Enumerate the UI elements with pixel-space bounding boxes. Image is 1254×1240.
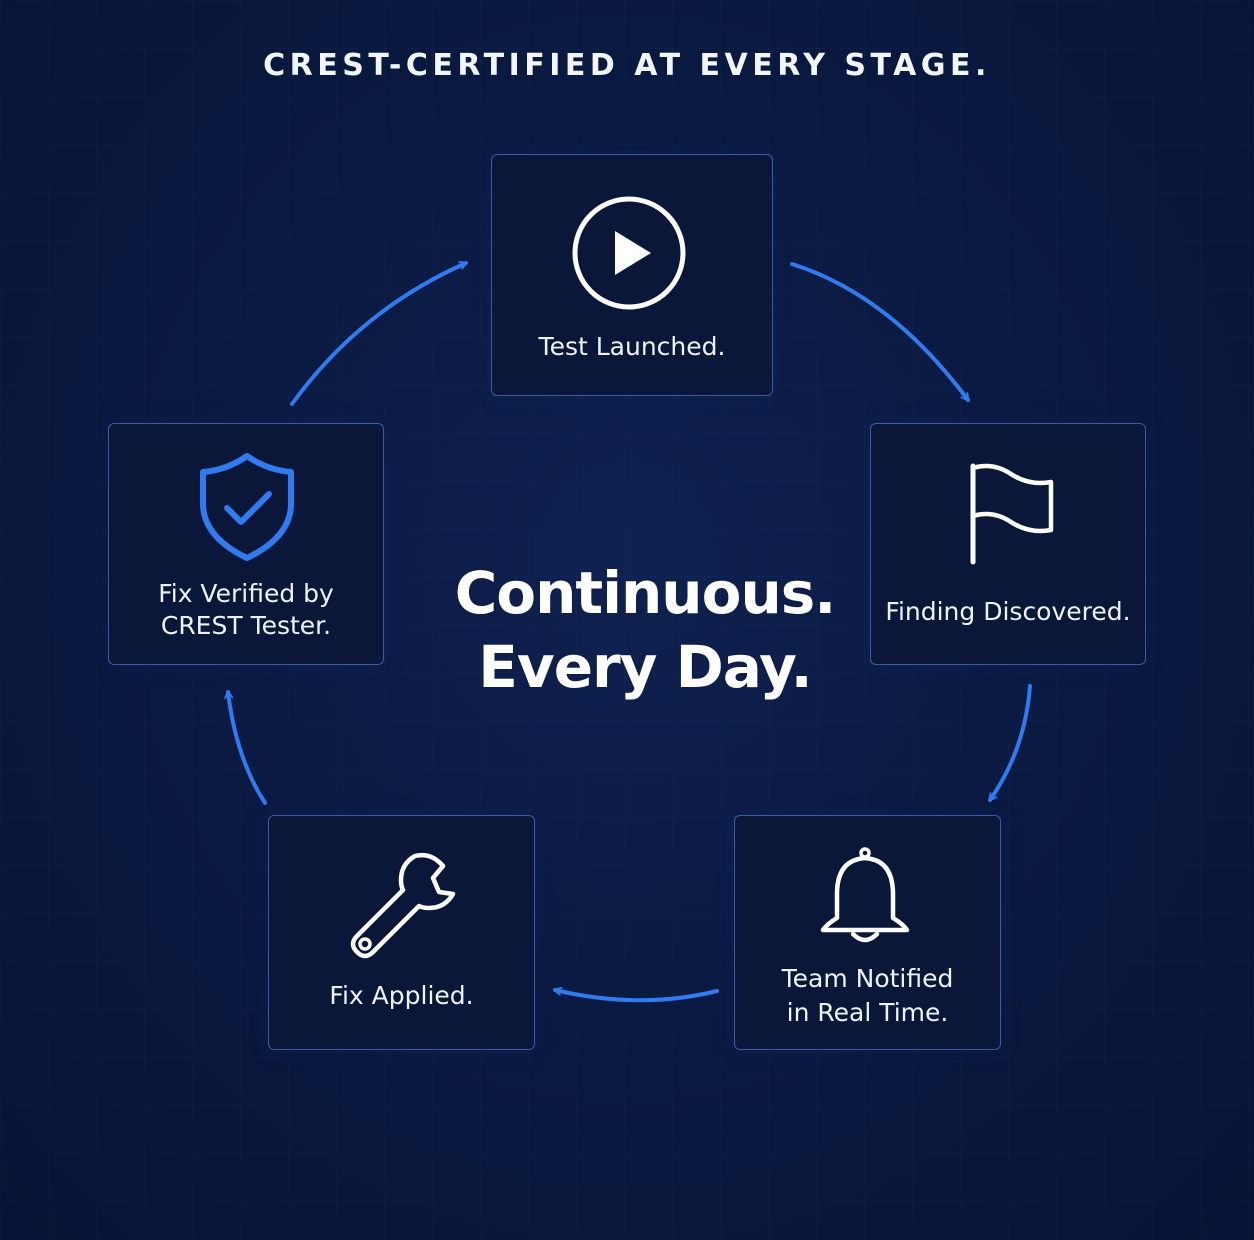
play-icon: [571, 195, 687, 316]
shield-check-icon: [197, 450, 297, 567]
page-title: CREST-CERTIFIED AT EVERY STAGE.: [263, 48, 991, 83]
stage-card-fix-applied: Fix Applied.: [268, 815, 535, 1050]
stage-label: Fix Applied.: [329, 981, 474, 1010]
bell-icon: [817, 846, 913, 953]
arrow-notified-to-applied: [553, 990, 719, 1003]
stage-card-test-launched: Test Launched.: [491, 154, 773, 396]
arrow-discovered-to-notified: [988, 684, 1032, 802]
flag-icon: [965, 462, 1057, 571]
stage-label: Fix Verified by CREST Tester.: [158, 579, 334, 640]
center-title-line-2: Every Day.: [478, 633, 812, 701]
stage-card-finding-discovered: Finding Discovered.: [870, 423, 1146, 665]
stage-label: Test Launched.: [538, 332, 726, 361]
arrow-launched-to-discovered: [790, 262, 970, 402]
arrow-applied-to-verified: [228, 690, 267, 805]
stage-card-fix-verified: Fix Verified by CREST Tester.: [108, 423, 384, 665]
stage-label: Team Notified in Real Time.: [781, 964, 954, 1027]
stage-card-team-notified: Team Notified in Real Time.: [734, 815, 1001, 1050]
arrow-verified-to-launched: [290, 261, 468, 406]
stage-label: Finding Discovered.: [885, 597, 1131, 626]
wrench-icon: [343, 846, 459, 967]
center-title-line-1: Continuous.: [454, 559, 837, 627]
